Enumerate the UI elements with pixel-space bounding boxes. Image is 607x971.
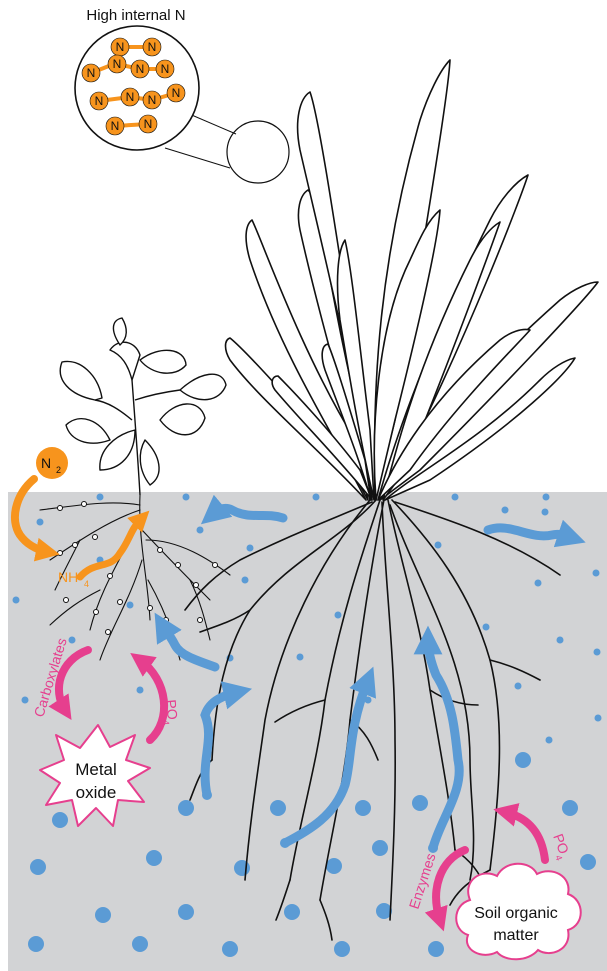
n-atom-label: N [87, 66, 96, 80]
n-atom-label: N [126, 90, 135, 104]
n-atom-label: N [148, 40, 157, 54]
soil-organic-matter-line2: matter [493, 927, 539, 944]
n-atom-label: N [144, 117, 153, 131]
nh4-label: NH [58, 569, 78, 585]
leaf-magnifier-circle [227, 121, 289, 183]
n-atom-label: N [136, 62, 145, 76]
po4-subscript-left: 4 [161, 720, 171, 726]
metal-oxide-label-line2: oxide [76, 783, 117, 802]
grass-plant [226, 60, 599, 500]
po4-label-left: PO [163, 699, 181, 721]
nh4-subscript: 4 [84, 579, 89, 589]
high-internal-n-callout: N N N N N N N N N N N N High internal N [75, 7, 289, 183]
n-atom-label: N [161, 62, 170, 76]
soil-organic-matter-line1: Soil organic [474, 905, 558, 922]
n-atom-label: N [111, 119, 120, 133]
n-atom-label: N [113, 57, 122, 71]
n2-label: N [41, 455, 51, 471]
callout-title: High internal N [86, 7, 185, 24]
n-atom-label: N [95, 94, 104, 108]
n-atom-label: N [116, 40, 125, 54]
n-atom-label: N [172, 86, 181, 100]
n-atom-label: N [148, 93, 157, 107]
legume-plant [60, 318, 226, 495]
n2-subscript: 2 [56, 465, 61, 475]
metal-oxide-label-line1: Metal [75, 760, 117, 779]
